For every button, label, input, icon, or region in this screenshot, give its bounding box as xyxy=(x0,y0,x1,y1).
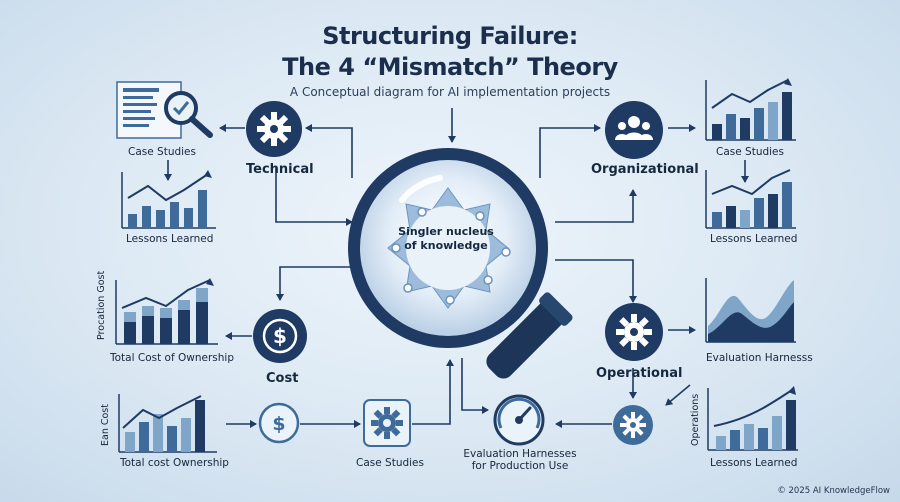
tco-chart-icon xyxy=(115,278,218,345)
axis-label-ean-cost: Ean Cost xyxy=(100,404,111,446)
svg-text:$: $ xyxy=(273,324,287,348)
caption-lessons-learned-top-right: Lessons Learned xyxy=(710,233,798,245)
axis-label-operations: Operations xyxy=(690,393,701,446)
magnifying-glass-icon xyxy=(348,148,573,379)
dollar-icon: $ xyxy=(253,309,307,363)
caption-eval-harness-right: Evaluation Harnesss xyxy=(706,352,813,364)
report-search-icon xyxy=(116,81,213,139)
svg-text:$: $ xyxy=(272,413,285,435)
title-line-2: The 4 “Mismatch” Theory xyxy=(282,53,618,81)
category-organizational: Organizational xyxy=(591,162,699,177)
category-operational: Operational xyxy=(596,366,683,381)
footer-copyright: © 2025 AI KnowledgeFlow xyxy=(777,486,890,496)
lessons-learned-chart-icon xyxy=(121,170,216,229)
dollar-small-icon: $ xyxy=(258,402,300,444)
case-studies-gear-icon xyxy=(363,399,411,447)
evaluation-harness-area-chart-icon xyxy=(705,278,796,343)
caption-case-studies-bottom: Case Studies xyxy=(356,457,424,469)
subtitle: A Conceptual diagram for AI implementati… xyxy=(289,85,611,99)
gear-small-icon xyxy=(613,405,653,445)
lessons-learned-bottom-chart-icon xyxy=(707,386,798,451)
category-cost: Cost xyxy=(266,371,299,386)
caption-case-studies-top-right: Case Studies xyxy=(716,146,784,158)
center-label: Singler nucleus of knowledge xyxy=(398,225,494,252)
caption-eval-production: Evaluation Harnesses for Production Use xyxy=(463,448,577,472)
tco-bottom-chart-icon xyxy=(118,394,217,453)
gear-icon xyxy=(605,303,663,361)
people-icon xyxy=(605,101,663,159)
caption-lessons-learned-bottom-right: Lessons Learned xyxy=(710,457,798,469)
category-technical: Technical xyxy=(246,162,314,177)
caption-tco-bottom: Total cost Ownership xyxy=(120,457,229,469)
gauge-icon xyxy=(493,394,545,446)
caption-tco-left: Total Cost of Ownership xyxy=(110,352,234,364)
case-studies-chart-icon xyxy=(705,78,796,141)
axis-label-procation-cost: Procation Gost xyxy=(96,270,107,340)
caption-case-studies-top-left: Case Studies xyxy=(128,146,196,158)
gear-icon xyxy=(246,101,302,157)
title-line-1: Structuring Failure: xyxy=(322,22,578,50)
lessons-learned-right-chart-icon xyxy=(705,169,796,229)
caption-lessons-learned-top-left: Lessons Learned xyxy=(126,233,214,245)
